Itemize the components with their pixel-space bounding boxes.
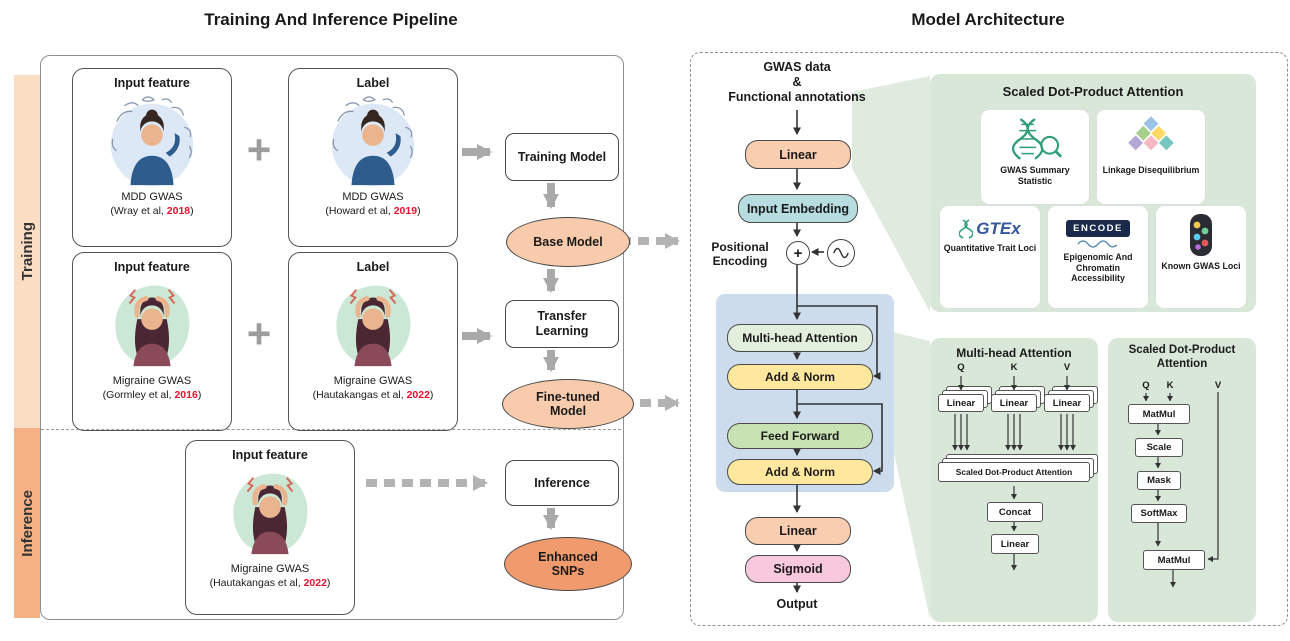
- add-icon: +: [786, 241, 810, 265]
- sdpa-detail-panel: Scaled Dot-Product Attention Q K V MatMu…: [1108, 338, 1256, 622]
- migraine-illustration: [324, 276, 422, 374]
- encode-logo: ENCODE: [1066, 220, 1130, 237]
- features-panel-title: Scaled Dot-Product Attention: [1002, 84, 1184, 99]
- concat-box: Concat: [987, 502, 1043, 522]
- gtex-logo: GTEx: [959, 218, 1021, 240]
- feature-card-linkage: Linkage Disequilibrium: [1097, 110, 1205, 204]
- training-phase-strip: Training: [14, 75, 40, 428]
- card-title: Label: [356, 260, 390, 274]
- input-feature-card-inference: Input feature Migraine GWAS (Hautakangas…: [185, 440, 355, 615]
- diamond-grid-icon: [1118, 116, 1184, 162]
- feature-card-gtex: GTEx Quantitative Trait Loci: [940, 206, 1040, 308]
- add-norm-box-2: Add & Norm: [727, 459, 873, 485]
- multi-head-attention-box: Multi-head Attention: [727, 324, 873, 352]
- sdpa-stack: Scaled Dot-Product Attention: [938, 454, 1098, 482]
- linear-top-box: Linear: [745, 140, 851, 169]
- inference-phase-label: Inference: [18, 489, 36, 557]
- pipeline-title: Training And Inference Pipeline: [204, 10, 458, 29]
- mdd-illustration: [103, 92, 201, 190]
- migraine-illustration: [221, 464, 319, 562]
- value-label: V: [1214, 380, 1222, 391]
- mha-detail-panel: Multi-head Attention Q K V Linear Linear…: [930, 338, 1098, 622]
- linear-stack-k: Linear: [991, 386, 1045, 412]
- training-model-node: Training Model: [505, 133, 619, 181]
- card-caption: Migraine GWAS (Hautakangas et al, 2022): [209, 563, 331, 589]
- output-label: Output: [776, 597, 818, 611]
- mha-panel-title: Multi-head Attention: [956, 346, 1072, 360]
- migraine-illustration: [103, 276, 201, 374]
- sigmoid-box: Sigmoid: [745, 555, 851, 583]
- query-label: Q: [1142, 380, 1150, 391]
- card-title: Input feature: [114, 76, 190, 90]
- card-caption: Migraine GWAS (Hautakangas et al, 2022): [312, 375, 434, 401]
- base-model-node: Base Model: [506, 217, 630, 267]
- feature-card-gwas-summary: GWAS Summary Statistic: [981, 110, 1089, 204]
- matmul-box-2: MatMul: [1143, 550, 1205, 570]
- linear-stack-q: Linear: [938, 386, 992, 412]
- linear-bottom-box: Linear: [745, 517, 851, 545]
- phase-divider: [41, 429, 621, 430]
- card-caption: Migraine GWAS (Gormley et al, 2016): [102, 375, 202, 401]
- feature-card-encode: ENCODE Epigenomic And Chromatin Accessib…: [1048, 206, 1148, 308]
- mdd-illustration: [324, 92, 422, 190]
- scale-box: Scale: [1135, 438, 1183, 457]
- sine-wave-icon: [827, 239, 855, 267]
- training-phase-label: Training: [18, 222, 36, 281]
- linear-out-box: Linear: [991, 534, 1039, 554]
- plus-icon: +: [246, 126, 272, 173]
- inference-node: Inference: [505, 460, 619, 506]
- key-label: K: [1010, 362, 1018, 373]
- dna-helix-icon: [959, 218, 973, 240]
- input-feature-card-mdd: Input feature MDD GWAS (Wray et al, 2018…: [72, 68, 232, 247]
- dna-wave-icon: [1076, 239, 1120, 249]
- architecture-title: Model Architecture: [911, 10, 1065, 29]
- inference-phase-strip: Inference: [14, 428, 40, 618]
- architecture-input-label: GWAS data & Functional annotations: [728, 60, 866, 104]
- input-feature-card-migraine: Input feature Migraine GWAS (Gormley et …: [72, 252, 232, 431]
- card-caption: MDD GWAS (Howard et al, 2019): [325, 191, 421, 217]
- add-norm-box-1: Add & Norm: [727, 364, 873, 390]
- transfer-learning-node: Transfer Learning: [505, 300, 619, 348]
- gwas-loci-icon: [1181, 212, 1221, 258]
- dna-magnifier-icon: [1007, 116, 1063, 162]
- feed-forward-box: Feed Forward: [727, 423, 873, 449]
- key-label: K: [1166, 380, 1174, 391]
- card-caption: MDD GWAS (Wray et al, 2018): [110, 191, 194, 217]
- softmax-box: SoftMax: [1131, 504, 1187, 523]
- linear-stack-v: Linear: [1044, 386, 1098, 412]
- finetuned-model-node: Fine-tuned Model: [502, 379, 634, 429]
- label-card-migraine: Label Migraine GWAS (Hautakangas et al, …: [288, 252, 458, 431]
- card-title: Input feature: [232, 448, 308, 462]
- feature-card-known-loci: Known GWAS Loci: [1156, 206, 1246, 308]
- plus-icon: +: [246, 310, 272, 357]
- enhanced-snps-node: Enhanced SNPs: [504, 537, 632, 591]
- input-embedding-box: Input Embedding: [738, 194, 858, 223]
- positional-encoding-label: Positional Encoding: [711, 240, 769, 269]
- pipeline-border: [40, 55, 624, 620]
- card-title: Label: [356, 76, 390, 90]
- architecture-border: [690, 52, 1288, 626]
- value-label: V: [1063, 362, 1071, 373]
- query-label: Q: [957, 362, 965, 373]
- mask-box: Mask: [1137, 471, 1181, 490]
- sdpa-panel-title: Scaled Dot-Product Attention: [1128, 344, 1236, 370]
- card-title: Input feature: [114, 260, 190, 274]
- label-card-mdd: Label MDD GWAS (Howard et al, 2019): [288, 68, 458, 247]
- features-panel: Scaled Dot-Product Attention GWAS Summar…: [930, 74, 1256, 312]
- matmul-box-1: MatMul: [1128, 404, 1190, 424]
